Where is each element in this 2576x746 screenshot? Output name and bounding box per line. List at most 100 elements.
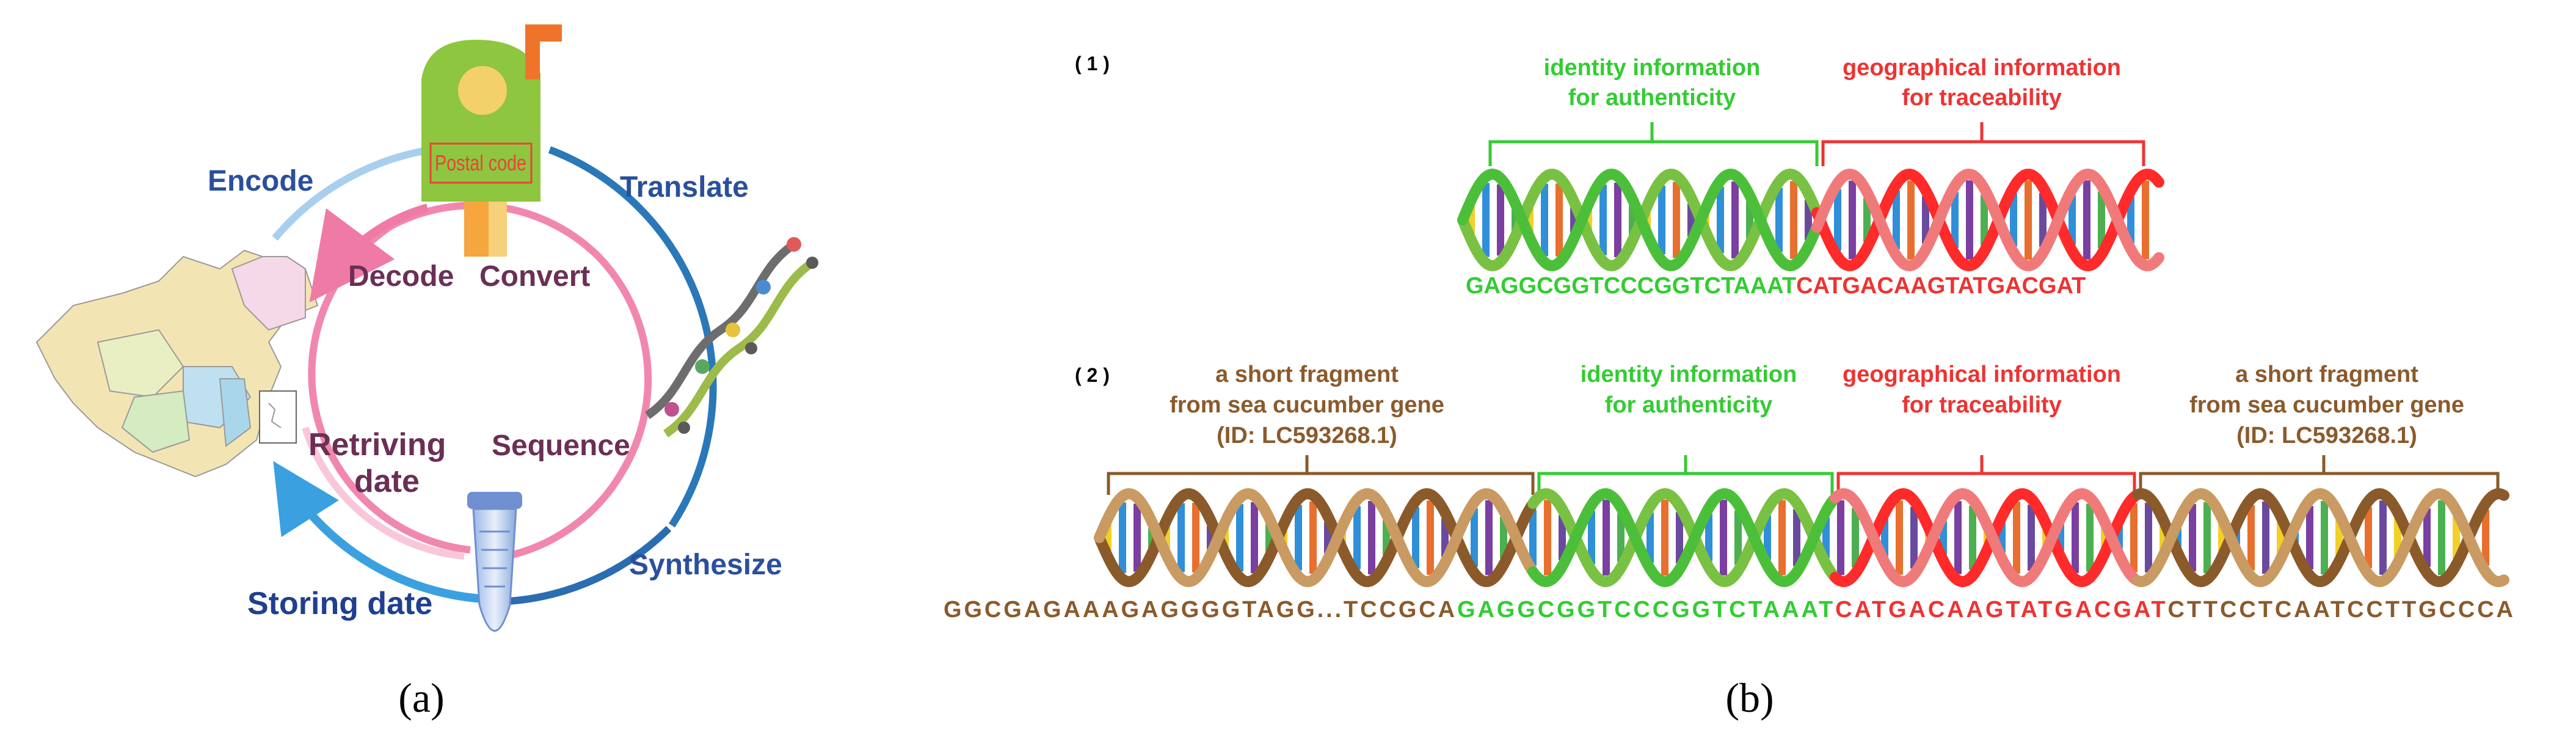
base-pair	[1720, 500, 1727, 576]
base-pair	[1544, 500, 1551, 576]
base-pair	[1482, 183, 1490, 257]
panel-b: ( 1 ) identity information for authentic…	[944, 53, 2513, 721]
base-pair	[1617, 513, 1625, 562]
postal-code-label: Postal code	[435, 150, 526, 175]
row2-identity-line1: identity information	[1581, 362, 1797, 387]
postal-code-sign-icon: Postal code	[421, 24, 562, 257]
label-synthesize: Synthesize	[629, 549, 782, 581]
decode-arrow-arc	[309, 203, 429, 302]
label-storing-date: Storing date	[247, 586, 432, 621]
base-pair	[1852, 508, 1859, 568]
row1-identity-bracket	[1488, 122, 1819, 166]
base-pair	[1764, 516, 1771, 560]
base-pair	[1500, 516, 1507, 559]
base-pair	[1922, 196, 1929, 244]
row2-fragL-line1: a short fragment	[1215, 362, 1399, 387]
base-pair	[2142, 180, 2149, 260]
base-pair	[1309, 501, 1317, 574]
base-pair	[1658, 185, 1665, 255]
row2-fragR-bracket	[2139, 455, 2500, 495]
base-pair	[1734, 510, 1742, 565]
row2-fragR-line3: (ID: LC593268.1)	[2236, 423, 2417, 448]
row2-index: ( 2 )	[1075, 364, 1110, 386]
base-pair	[1559, 515, 1566, 560]
base-pair	[2086, 503, 2094, 572]
row1-geo-line2: for traceability	[1902, 85, 2062, 111]
row2-seq-brown-right: CTTCCTCAATCCTTGCCCA	[2167, 597, 2513, 623]
row1-geo-line1: geographical information	[1843, 55, 2121, 81]
base-pair	[2068, 195, 2076, 245]
helix-strand	[2132, 488, 2509, 588]
label-encode: Encode	[208, 165, 313, 197]
base-pair	[2203, 502, 2211, 574]
helix-strand	[1527, 488, 1839, 587]
row2-fragL-bracket	[1107, 455, 1535, 495]
base-pair	[1251, 502, 1258, 574]
helix-strand	[1830, 488, 2141, 588]
helix-strand	[1094, 488, 1537, 588]
base-pair	[1981, 194, 1988, 246]
helix-strand	[1830, 488, 2141, 588]
base-pair	[1775, 188, 1783, 252]
base-pair	[1599, 185, 1607, 255]
base-pair	[1896, 500, 1903, 575]
base-pair	[1368, 500, 1375, 575]
base-pair	[1295, 505, 1302, 571]
base-pair	[1661, 500, 1668, 576]
base-pair	[2127, 197, 2134, 243]
base-pair	[2025, 180, 2032, 260]
base-pair	[2453, 516, 2460, 559]
base-pair	[2072, 502, 2079, 573]
row2-seq-red: CATGACAAGTATGACGAT	[1835, 597, 2166, 623]
row1-dna-helix	[1457, 168, 2164, 272]
base-pair	[1863, 197, 1871, 243]
row1-identity-line1: identity information	[1544, 55, 1761, 81]
row2-seq-green: GAGGCGGTCCCGGTCTAAAT	[1457, 597, 1833, 623]
base-pair	[1731, 181, 1739, 258]
label-sequence: Sequence	[492, 430, 630, 462]
caption-a: (a)	[398, 675, 444, 721]
base-pair	[1236, 503, 1243, 572]
base-pair	[2013, 502, 2020, 574]
row2-fragL-line2: from sea cucumber gene	[1170, 392, 1444, 418]
label-decode: Decode	[348, 260, 454, 293]
storing-arrow-arc	[273, 461, 483, 603]
label-convert: Convert	[479, 260, 590, 293]
base-pair	[1969, 505, 1976, 570]
base-pair	[1910, 506, 1918, 569]
inner-light-pink-arc	[302, 426, 465, 560]
base-pair	[1705, 514, 1712, 561]
row2-geo-bracket	[1836, 455, 2136, 495]
base-pair	[2083, 180, 2090, 260]
base-pair	[2306, 506, 2313, 569]
label-translate: Translate	[620, 171, 749, 203]
row1-index: ( 1 )	[1075, 53, 1110, 75]
outer-arc-right	[548, 146, 717, 528]
caption-b: (b)	[1725, 675, 1774, 721]
china-map-icon	[35, 249, 319, 478]
base-pair	[1529, 510, 1537, 566]
row1-identity-line2: for authenticity	[1568, 85, 1736, 111]
row2-identity-bracket	[1537, 455, 1834, 495]
base-pair	[2438, 500, 2445, 576]
base-pair	[1353, 506, 1361, 569]
base-pair	[1471, 508, 1478, 567]
dna-helix-icon	[645, 237, 818, 437]
helix-strand	[1811, 168, 2164, 272]
helix-strand	[1527, 488, 1839, 588]
panel-a: Postal code Encode Translate Decode Conv…	[35, 24, 818, 721]
base-pair	[1893, 190, 1900, 250]
base-pair	[2145, 503, 2152, 572]
row2-dna-helix	[1094, 488, 2509, 588]
base-pair	[1676, 512, 1683, 563]
base-pair	[2130, 503, 2138, 572]
base-pair	[2379, 500, 2387, 575]
base-pair	[1954, 501, 1962, 574]
base-pair	[1646, 512, 1654, 563]
base-pair	[2028, 504, 2035, 571]
base-pair	[1588, 511, 1595, 565]
base-pair	[2423, 508, 2431, 567]
row2-geo-line1: geographical information	[1843, 362, 2121, 387]
